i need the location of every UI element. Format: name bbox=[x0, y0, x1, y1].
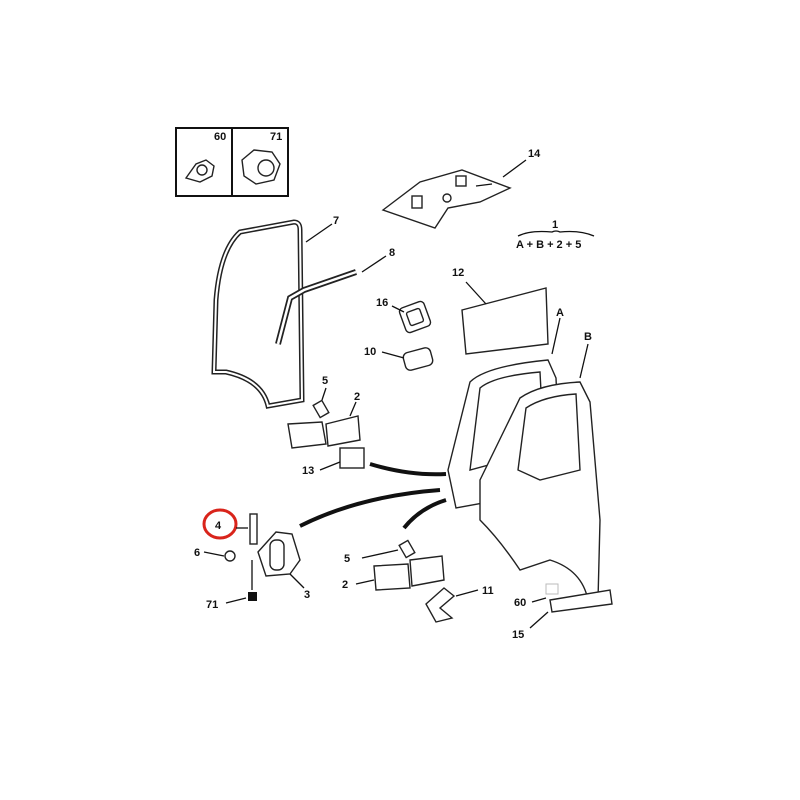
inset-label-60: 60 bbox=[214, 131, 226, 143]
label-4: 4 bbox=[215, 520, 222, 532]
label-2-upper: 2 bbox=[354, 391, 360, 403]
clip-icon bbox=[184, 159, 215, 183]
nut-icon bbox=[241, 149, 281, 185]
nut-marker bbox=[248, 592, 257, 601]
label-8: 8 bbox=[389, 247, 395, 259]
label-3: 3 bbox=[304, 589, 310, 601]
label-10: 10 bbox=[364, 346, 376, 358]
label-16: 16 bbox=[376, 297, 388, 309]
label-13: 13 bbox=[302, 465, 314, 477]
door-check-assembly: 4 6 3 71 bbox=[194, 508, 310, 611]
lower-hinge: 5 2 11 bbox=[342, 539, 494, 623]
waterproof-sheet: 12 bbox=[452, 267, 549, 355]
assembly-number: 1 bbox=[552, 219, 558, 231]
leader-thick-3 bbox=[402, 498, 447, 530]
label-A: A bbox=[556, 307, 564, 319]
bezel: 10 bbox=[364, 346, 434, 371]
label-60: 60 bbox=[514, 597, 526, 609]
inset-label-71: 71 bbox=[270, 131, 282, 143]
assembly-legend: 1 A + B + 2 + 5 bbox=[516, 219, 595, 251]
door-shells: A B bbox=[447, 307, 601, 601]
inner-handle: 16 bbox=[376, 297, 432, 334]
label-2-lower: 2 bbox=[342, 579, 348, 591]
label-5-lower: 5 bbox=[344, 553, 350, 565]
window-channel: 8 bbox=[275, 247, 395, 345]
highlight-circle bbox=[202, 508, 238, 540]
label-7: 7 bbox=[333, 215, 339, 227]
leader-thick-2 bbox=[299, 488, 441, 528]
inset-box: 60 71 bbox=[175, 127, 289, 197]
label-71: 71 bbox=[206, 599, 218, 611]
trim-strip: 60 15 bbox=[512, 583, 613, 641]
label-14: 14 bbox=[528, 148, 541, 160]
door-seal: 7 bbox=[211, 215, 339, 409]
fastener-kit: 14 bbox=[381, 148, 541, 229]
upper-hinge: 5 2 13 bbox=[287, 375, 365, 477]
label-15: 15 bbox=[512, 629, 524, 641]
leader-thick-1 bbox=[369, 462, 447, 477]
assembly-formula: A + B + 2 + 5 bbox=[516, 239, 581, 251]
label-B: B bbox=[584, 331, 592, 343]
label-12: 12 bbox=[452, 267, 464, 279]
label-11: 11 bbox=[482, 585, 494, 597]
label-6: 6 bbox=[194, 547, 200, 559]
label-5-upper: 5 bbox=[322, 375, 328, 387]
